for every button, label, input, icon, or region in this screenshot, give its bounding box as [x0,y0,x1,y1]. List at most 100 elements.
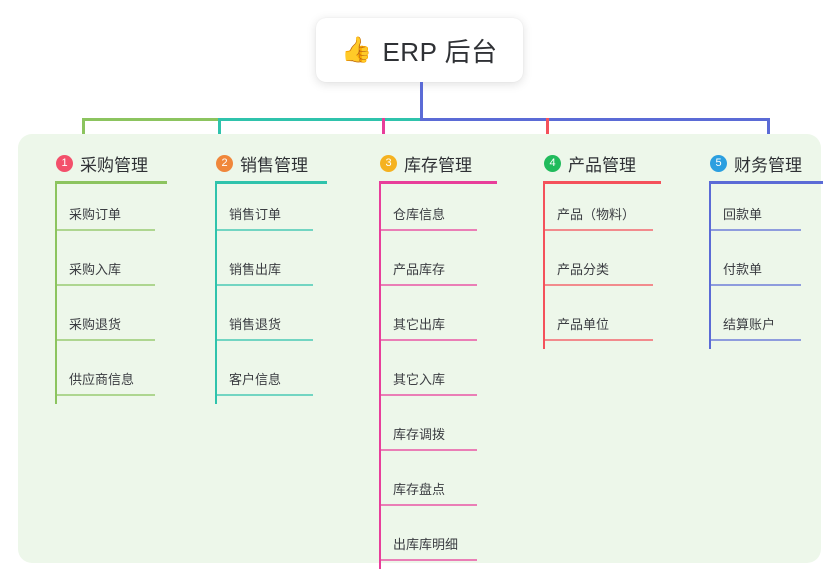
module-item[interactable]: 付款单 [709,239,820,294]
module-item-label: 其它出库 [393,317,446,332]
item-spine-line [55,184,57,404]
module-item-label: 采购订单 [69,207,122,222]
module-item[interactable]: 产品库存 [379,239,510,294]
module-item-list: 产品（物料） 产品分类产品单位 [524,184,674,349]
root-node-card[interactable]: 👍 ERP 后台 [316,18,523,82]
modules-panel: 1 采购管理采购订单采购入库采购退货供应商信息 2 销售管理销售订单销售出库销售退货客… [18,134,823,569]
module-item-underline [379,559,477,561]
module-item[interactable]: 采购订单 [55,184,186,239]
module-item-underline [215,229,313,231]
drop-line-1 [82,118,85,146]
module-item-underline [379,504,477,506]
module-number-badge: 3 [380,154,397,172]
module-item-label: 库存调拨 [393,427,446,442]
drop-line-2 [218,118,221,146]
module-item[interactable]: 库存盘点 [379,459,510,514]
module-item[interactable]: 库存调拨 [379,404,510,459]
item-spine-line [379,184,381,569]
module-item[interactable]: 产品分类 [543,239,674,294]
module-item-underline [379,229,477,231]
item-spine-line [709,184,711,349]
module-accent-bar [55,181,167,184]
module-accent-bar [709,181,823,184]
module-accent-bar [215,181,327,184]
module-item-underline [55,339,155,341]
module-item-label: 付款单 [723,262,763,277]
module-title: 采购管理 [80,155,148,175]
module-item[interactable]: 回款单 [709,184,820,239]
module-accent-bar [543,181,661,184]
module-item[interactable]: 出库库明细 [379,514,510,569]
module-item-underline [55,394,155,396]
module-item-label: 产品分类 [557,262,610,277]
module-item[interactable]: 产品单位 [543,294,674,349]
module-item-label: 仓库信息 [393,207,446,222]
module-item-underline [543,229,653,231]
module-item-underline [709,339,801,341]
module-item-label: 结算账户 [723,317,776,332]
module-item[interactable]: 销售出库 [215,239,346,294]
bus-segment-1 [218,118,420,121]
module-item[interactable]: 产品（物料） [543,184,674,239]
module-header-1[interactable]: 1 采购管理 [36,148,186,178]
module-title: 产品管理 [568,155,636,175]
module-title: 库存管理 [404,155,472,175]
module-item-label: 库存盘点 [393,482,446,497]
module-column-3: 3 库存管理仓库信息产品库存其它出库其它入库库存调拨库存盘点出库库明细 [360,148,510,569]
module-item-label: 产品（物料） [557,207,636,222]
module-item[interactable]: 其它入库 [379,349,510,404]
module-header-4[interactable]: 4 产品管理 [524,148,674,178]
module-item-underline [379,284,477,286]
module-item[interactable]: 结算账户 [709,294,820,349]
module-item-label: 产品库存 [393,262,446,277]
module-item-underline [543,339,653,341]
module-item-label: 销售订单 [229,207,282,222]
module-item-label: 供应商信息 [69,372,135,387]
module-header-3[interactable]: 3 库存管理 [360,148,510,178]
module-number-badge: 4 [544,154,561,172]
module-item-label: 销售退货 [229,317,282,332]
module-item[interactable]: 客户信息 [215,349,346,404]
module-item-underline [379,394,477,396]
module-item[interactable]: 采购入库 [55,239,186,294]
module-item[interactable]: 其它出库 [379,294,510,349]
module-item-label: 客户信息 [229,372,282,387]
module-item-underline [379,449,477,451]
module-item-underline [215,339,313,341]
module-item-underline [55,229,155,231]
item-spine-line [543,184,545,349]
thumbs-up-icon: 👍 [341,35,373,64]
module-item-label: 其它入库 [393,372,446,387]
module-accent-bar [379,181,497,184]
drop-line-4 [546,118,549,146]
module-column-5: 5 财务管理回款单付款单结算账户 [690,148,823,349]
module-item-underline [709,284,801,286]
module-title: 财务管理 [734,155,802,175]
module-item-label: 回款单 [723,207,763,222]
module-item-label: 采购入库 [69,262,122,277]
module-number-badge: 1 [56,154,73,172]
module-title: 销售管理 [240,155,308,175]
module-item[interactable]: 销售退货 [215,294,346,349]
drop-line-5 [767,118,770,146]
page-title: ERP 后台 [382,36,498,67]
module-item[interactable]: 仓库信息 [379,184,510,239]
module-item[interactable]: 采购退货 [55,294,186,349]
module-item-list: 回款单付款单结算账户 [690,184,820,349]
module-column-2: 2 销售管理销售订单销售出库销售退货客户信息 [196,148,346,404]
bus-segment-0 [82,118,218,121]
module-number-badge: 2 [216,154,233,172]
bus-segment-2 [420,118,770,121]
module-item-label: 出库库明细 [393,537,459,552]
module-item[interactable]: 供应商信息 [55,349,186,404]
root-trunk-line [420,82,423,121]
module-header-5[interactable]: 5 财务管理 [690,148,820,178]
module-item-underline [215,394,313,396]
module-item[interactable]: 销售订单 [215,184,346,239]
module-item-list: 仓库信息产品库存其它出库其它入库库存调拨库存盘点出库库明细 [360,184,510,569]
module-header-2[interactable]: 2 销售管理 [196,148,346,178]
module-item-underline [379,339,477,341]
module-item-list: 采购订单采购入库采购退货供应商信息 [36,184,186,404]
module-number-badge: 5 [710,154,727,172]
